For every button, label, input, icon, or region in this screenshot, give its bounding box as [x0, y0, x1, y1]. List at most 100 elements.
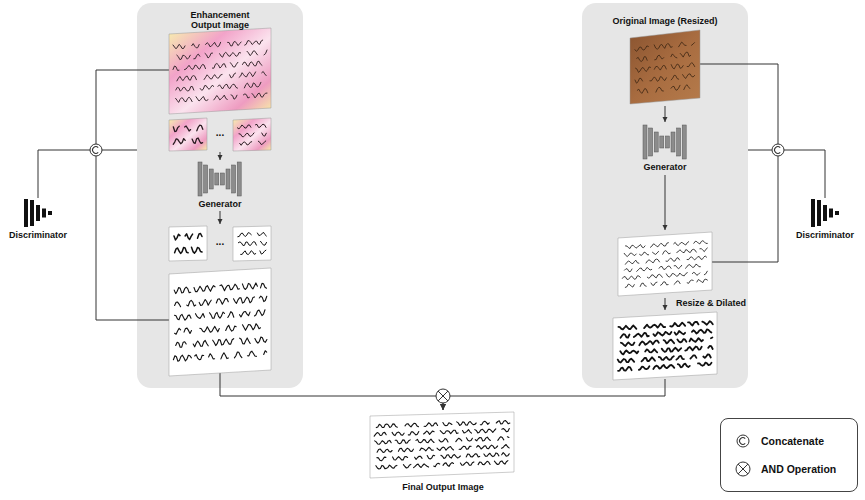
final-image: [368, 410, 518, 480]
legend-symbol: [735, 461, 751, 477]
script-stroke: [690, 338, 704, 342]
script-stroke: [434, 463, 440, 467]
script-stroke: [194, 286, 215, 292]
script-stroke: [212, 64, 226, 69]
script-stroke: [200, 326, 220, 332]
script-stroke: [376, 424, 397, 428]
document-image: [169, 268, 271, 376]
script-stroke: [622, 276, 640, 280]
generator-icon: [642, 124, 688, 160]
script-stroke: [374, 432, 386, 436]
script-stroke: [685, 347, 702, 351]
connector: [748, 150, 825, 198]
document-image: [370, 412, 514, 478]
script-stroke: [173, 139, 185, 145]
script-stroke: [671, 75, 679, 80]
script-stroke: [247, 51, 258, 56]
script-stroke: [205, 53, 213, 58]
script-stroke: [176, 97, 193, 102]
script-stroke: [206, 42, 221, 47]
script-stroke: [637, 89, 648, 94]
script-stroke: [478, 461, 490, 464]
script-stroke: [196, 97, 208, 102]
script-stroke: [257, 232, 266, 236]
script-stroke: [230, 62, 238, 67]
script-stroke: [393, 457, 408, 460]
script-stroke: [671, 64, 683, 69]
script-stroke: [663, 251, 671, 255]
script-stroke: [502, 453, 510, 457]
script-stroke: [659, 356, 674, 360]
script-stroke: [640, 283, 646, 286]
script-stroke: [494, 461, 508, 465]
script-stroke: [197, 125, 203, 131]
script-stroke: [645, 349, 657, 352]
script-stroke: [173, 44, 185, 48]
script-stroke: [662, 348, 682, 352]
script-stroke: [226, 325, 237, 331]
script-stroke: [659, 266, 671, 269]
script-stroke: [642, 357, 656, 361]
script-stroke: [376, 465, 397, 469]
script-stroke: [683, 74, 695, 79]
script-stroke: [690, 355, 696, 358]
script-stroke: [375, 440, 392, 444]
script-stroke: [239, 133, 254, 137]
script-stroke: [507, 436, 509, 438]
script-stroke: [234, 352, 242, 358]
script-stroke: [204, 75, 222, 80]
script-stroke: [415, 456, 423, 459]
legend-symbol: [735, 433, 751, 449]
script-stroke: [199, 300, 211, 306]
script-stroke: [192, 138, 203, 143]
script-stroke: [621, 334, 630, 338]
script-stroke: [175, 302, 181, 307]
flow-arrow: [665, 106, 666, 122]
script-stroke: [457, 422, 477, 426]
script-stroke: [252, 93, 267, 98]
script-stroke: [255, 337, 267, 343]
script-stroke: [650, 77, 667, 82]
script-stroke: [625, 269, 633, 272]
script-stroke: [238, 233, 252, 237]
script-stroke: [187, 300, 196, 306]
script-stroke: [262, 72, 267, 76]
script-stroke: [677, 339, 686, 342]
script-stroke: [674, 265, 682, 268]
panel-heading: Original Image (Resized): [582, 16, 748, 26]
script-stroke: [198, 234, 203, 239]
script-stroke: [239, 72, 256, 77]
script-stroke: [243, 61, 263, 66]
script-stroke: [424, 423, 438, 427]
script-stroke: [620, 351, 638, 355]
legend-box: ConcatenateAND Operation: [720, 418, 858, 492]
script-stroke: [680, 52, 691, 57]
script-stroke: [475, 437, 490, 441]
script-stroke: [688, 322, 699, 326]
script-stroke: [687, 63, 695, 67]
script-stroke: [466, 454, 480, 457]
script-stroke: [237, 125, 251, 129]
script-stroke: [192, 44, 200, 48]
script-stroke: [639, 341, 659, 346]
block-label: Discriminator: [9, 230, 67, 241]
document-image: [630, 30, 700, 104]
script-stroke: [193, 340, 208, 346]
flow-arrow: [665, 175, 666, 230]
script-stroke: [174, 234, 180, 240]
legend-text: Concatenate: [761, 435, 824, 447]
script-stroke: [228, 312, 234, 318]
script-stroke: [210, 312, 225, 318]
script-stroke: [698, 363, 712, 366]
script-stroke: [618, 367, 632, 371]
script-stroke: [195, 355, 204, 360]
script-stroke: [424, 431, 435, 434]
concatenate-wire: [96, 70, 169, 320]
legend-text: AND Operation: [761, 463, 836, 475]
script-stroke: [259, 296, 267, 301]
script-stroke: [676, 356, 684, 360]
script-stroke: [240, 338, 251, 344]
script-stroke: [466, 438, 472, 441]
script-stroke: [671, 85, 680, 90]
